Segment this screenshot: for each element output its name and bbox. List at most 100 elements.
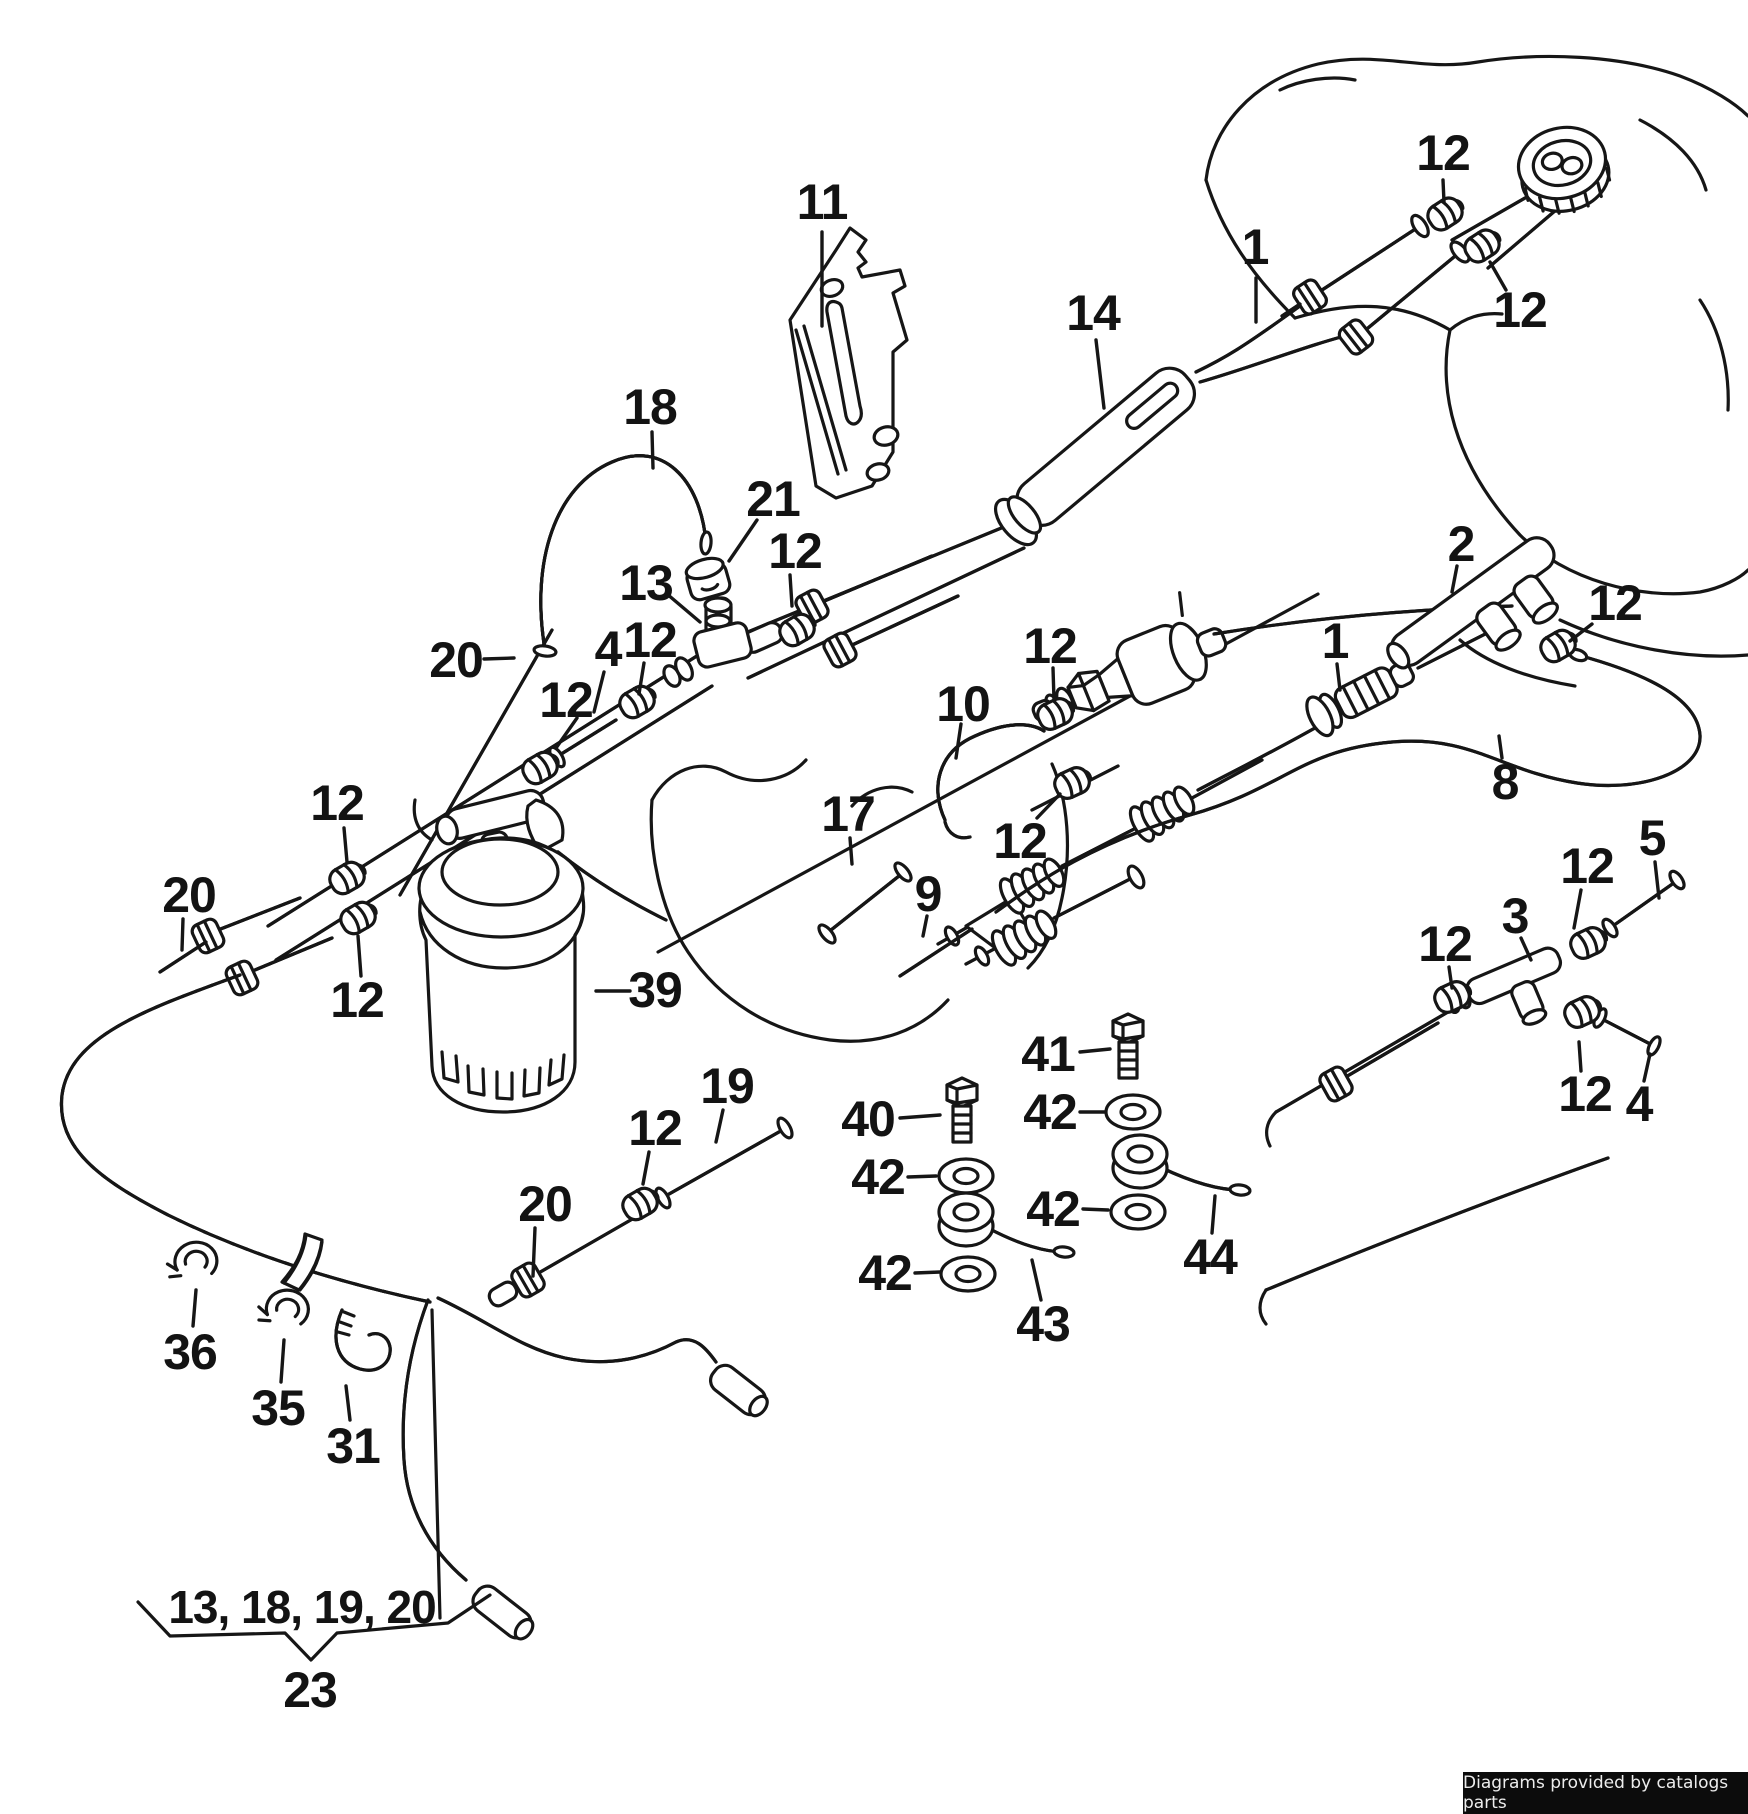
part-label-14-1: 14 bbox=[1066, 285, 1121, 341]
part-label-2-13: 2 bbox=[1447, 516, 1476, 572]
leader-line-12-30 bbox=[356, 934, 363, 978]
part-label-19-32: 19 bbox=[700, 1058, 755, 1114]
pipe-part-9 bbox=[898, 927, 974, 978]
tank-tubes-part-1 bbox=[1280, 213, 1471, 359]
part-label-12-15: 12 bbox=[1023, 618, 1078, 674]
part-label-12-26: 12 bbox=[1558, 1066, 1613, 1122]
hose-part-17 bbox=[817, 861, 913, 945]
leader-line-12-28 bbox=[342, 826, 349, 864]
leader-line-31-45 bbox=[344, 1384, 352, 1422]
leader-line-12-11 bbox=[637, 661, 646, 696]
leader-line-20-34 bbox=[531, 1226, 537, 1278]
part-label-4-27: 4 bbox=[1625, 1076, 1654, 1132]
leader-line-12-33 bbox=[641, 1150, 651, 1186]
leader-line-40-35 bbox=[898, 1113, 942, 1120]
supply-unit-assembly bbox=[936, 758, 1264, 971]
leader-line-12-23 bbox=[1572, 888, 1583, 930]
part-label-39-31: 39 bbox=[628, 962, 683, 1018]
protective-sleeve-part-14 bbox=[993, 366, 1197, 547]
leader-line-36-43 bbox=[191, 1288, 198, 1328]
banjo-fitting-43 bbox=[937, 1191, 1076, 1259]
leader-line-21-6 bbox=[727, 518, 759, 563]
leader-line-42-37 bbox=[913, 1270, 942, 1275]
banjo-bolt-41 bbox=[1111, 1012, 1145, 1080]
part-label-1-2: 1 bbox=[1241, 219, 1270, 275]
leader-line-5-22 bbox=[1653, 860, 1661, 900]
part-label-12-30: 12 bbox=[330, 972, 385, 1028]
leader-line-17-20 bbox=[848, 836, 854, 866]
part-label-20-29: 20 bbox=[162, 867, 217, 923]
t-connector-part-13 bbox=[662, 596, 784, 688]
part-label-12-7: 12 bbox=[768, 523, 823, 579]
washer-42-b bbox=[939, 1255, 997, 1293]
part-label-12-11: 12 bbox=[623, 612, 678, 668]
part-label-3-24: 3 bbox=[1501, 888, 1530, 944]
part-label-42-37: 42 bbox=[858, 1245, 913, 1301]
watermark-banner: Diagrams provided by catalogs parts bbox=[1463, 1772, 1748, 1814]
leader-line-12-26 bbox=[1577, 1040, 1583, 1073]
leader-line-12-14 bbox=[1568, 622, 1594, 643]
part-label-43-38: 43 bbox=[1016, 1296, 1071, 1352]
clip-part-35 bbox=[256, 1286, 312, 1326]
part-label-12-14: 12 bbox=[1588, 575, 1643, 631]
part-label-40-35: 40 bbox=[841, 1091, 896, 1147]
part-label-13-18-19-20-46: 13, 18, 19, 20 bbox=[168, 1581, 436, 1633]
part-label-41-39: 41 bbox=[1021, 1026, 1076, 1082]
fuel-filter-part-39 bbox=[412, 788, 668, 1114]
part-label-8-19: 8 bbox=[1491, 754, 1520, 810]
part-label-31-45: 31 bbox=[326, 1418, 381, 1474]
filler-cap bbox=[1516, 125, 1612, 215]
leader-line-8-19 bbox=[1497, 734, 1504, 760]
hook-part-31 bbox=[334, 1308, 392, 1372]
leader-line-1-18 bbox=[1335, 662, 1342, 692]
part-label-12-4: 12 bbox=[1493, 282, 1548, 338]
part-label-12-3: 12 bbox=[1416, 125, 1471, 181]
part-label-42-36: 42 bbox=[851, 1149, 906, 1205]
leader-line-4-10 bbox=[592, 670, 606, 714]
watermark-text: Diagrams provided by catalogs parts bbox=[1463, 1773, 1729, 1813]
part-label-44-42: 44 bbox=[1183, 1229, 1238, 1285]
clip-part-36 bbox=[163, 1238, 220, 1280]
part-label-12-12: 12 bbox=[539, 672, 594, 728]
leader-line-42-41 bbox=[1081, 1207, 1110, 1212]
part-label-13-8: 13 bbox=[619, 555, 674, 611]
leader-line-12-17 bbox=[1035, 792, 1062, 820]
leader-line-43-38 bbox=[1030, 1258, 1043, 1302]
part-label-17-20: 17 bbox=[821, 786, 876, 842]
leader-line-2-13 bbox=[1450, 564, 1459, 594]
part-label-1-18: 1 bbox=[1321, 613, 1350, 669]
banjo-fitting-44 bbox=[1111, 1133, 1252, 1197]
leader-line-12-7 bbox=[788, 573, 794, 608]
washer-42-a bbox=[937, 1157, 995, 1195]
part-label-20-9: 20 bbox=[429, 632, 484, 688]
fuel-line-part-1-fitting bbox=[1196, 622, 1507, 792]
leader-line-12-4 bbox=[1488, 260, 1508, 292]
hose-part-5 bbox=[1601, 869, 1686, 939]
leader-line-20-29 bbox=[180, 917, 185, 952]
part-label-4-10: 4 bbox=[594, 621, 623, 677]
part-label-5-22: 5 bbox=[1638, 810, 1667, 866]
tube-right-lower bbox=[848, 594, 960, 648]
washer-42-d bbox=[1109, 1193, 1167, 1231]
t-pipe-part-2 bbox=[1386, 536, 1559, 670]
leader-line-12-25 bbox=[1447, 965, 1454, 990]
leader-line-35-44 bbox=[279, 1338, 286, 1384]
hose-part-4b bbox=[1592, 1007, 1662, 1057]
hose-part-19 bbox=[654, 1116, 794, 1210]
guard-tubes bbox=[158, 554, 960, 999]
leader-line-42-36 bbox=[906, 1174, 938, 1179]
part-label-42-40: 42 bbox=[1023, 1084, 1078, 1140]
part-label-12-28: 12 bbox=[310, 775, 365, 831]
banjo-bolt-40 bbox=[945, 1076, 979, 1144]
corrugated-loom-23 bbox=[59, 973, 794, 1641]
leader-line-3-24 bbox=[1519, 936, 1533, 962]
part-label-35-44: 35 bbox=[251, 1380, 306, 1436]
group-bracket-23 bbox=[136, 1308, 492, 1662]
tube-right-upper bbox=[820, 554, 934, 604]
part-label-23-47: 23 bbox=[283, 1662, 338, 1718]
part-label-42-41: 42 bbox=[1026, 1181, 1081, 1237]
hose-part-8 bbox=[994, 647, 1702, 914]
leader-line-9-21 bbox=[921, 914, 929, 938]
leader-line-4-27 bbox=[1642, 1052, 1652, 1083]
